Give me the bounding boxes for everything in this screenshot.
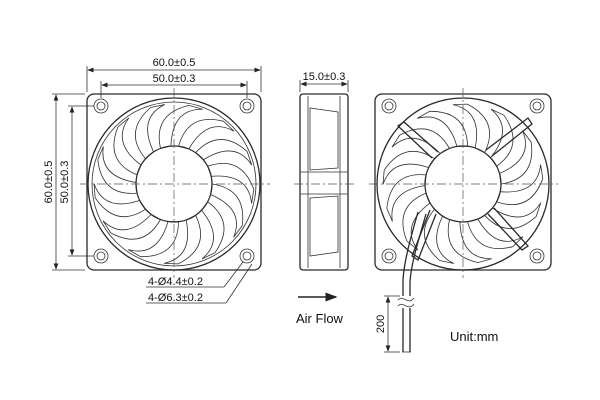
front-view: 60.0±0.5 50.0±0.3 60.0±0.5 50.0±0.3	[43, 57, 270, 304]
fan-blade	[163, 214, 202, 265]
air-flow-label: Air Flow	[296, 311, 344, 326]
fan-blade	[113, 117, 142, 176]
fan-blade	[178, 118, 235, 150]
fan-blades	[93, 104, 255, 265]
fan-blade	[467, 218, 524, 250]
dim-outer-height: 60.0±0.5	[43, 93, 85, 271]
side-frame	[299, 93, 349, 271]
hole-small-label: 4-Ø4.4±0.2	[148, 276, 203, 288]
unit-label: Unit:mm	[450, 329, 498, 344]
fan-blade	[423, 208, 454, 264]
fan-blade	[391, 128, 451, 155]
dim-lead-length: 200	[375, 295, 400, 353]
dim-outer-width: 60.0±0.5	[86, 57, 262, 92]
air-flow-indicator: Air Flow	[296, 292, 344, 326]
dim-hole-spacing-h: 50.0±0.3	[100, 73, 248, 98]
fan-blade	[200, 201, 225, 260]
dim-hole-spacing-h-label: 50.0±0.3	[153, 73, 196, 85]
fan-blade	[382, 151, 436, 185]
fan-blade	[386, 174, 427, 222]
fan-blade	[158, 104, 203, 149]
hole-large-label: 4-Ø6.3±0.2	[148, 292, 203, 304]
dim-outer-width-label: 60.0±0.5	[153, 57, 196, 69]
lead-wires	[397, 211, 427, 353]
fan-blade	[452, 103, 491, 154]
rear-fan-blades	[382, 103, 544, 264]
fan-blade	[93, 183, 147, 217]
dim-outer-height-label: 60.0±0.5	[43, 161, 55, 204]
dim-hole-spacing-v: 50.0±0.3	[59, 105, 94, 257]
fan-blade	[489, 108, 514, 167]
fan-blade	[97, 146, 138, 194]
fan-blade	[417, 110, 469, 147]
fan-blade	[496, 164, 544, 206]
rear-mount-holes	[381, 98, 545, 264]
fan-blade	[195, 139, 253, 166]
fan-blade	[499, 130, 533, 185]
rear-view: 200 Unit:mm	[369, 88, 558, 353]
hole-callouts: 4-Ø4.4±0.2 4-Ø6.3±0.2	[146, 261, 253, 304]
dim-lead-length-label: 200	[375, 315, 387, 333]
fan-blade	[207, 162, 255, 204]
side-view: 15.0±0.3 Air Flow	[294, 71, 354, 326]
fan-blade	[402, 192, 431, 251]
fan-blade	[128, 221, 180, 258]
fan-blade	[102, 213, 162, 240]
dim-thickness-label: 15.0±0.3	[303, 71, 346, 83]
front-mount-holes	[93, 98, 255, 264]
dim-hole-spacing-v-label: 50.0±0.3	[59, 161, 71, 204]
dim-thickness: 15.0±0.3	[299, 71, 349, 92]
fan-blade	[210, 183, 244, 238]
fan-blade	[447, 219, 492, 264]
fan-blade	[134, 104, 165, 160]
